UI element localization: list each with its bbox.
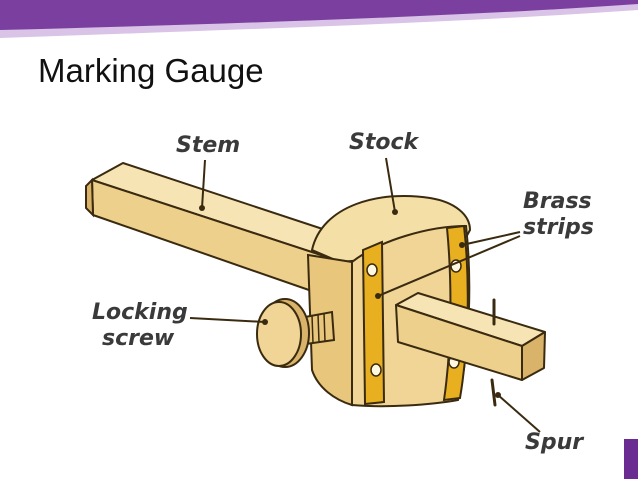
leader-dot <box>495 392 501 398</box>
header-banner <box>0 0 638 38</box>
leader-dot <box>199 205 205 211</box>
label-brass-line2: strips <box>523 215 594 240</box>
banner-swoosh <box>0 0 638 30</box>
leader-brass-1 <box>461 231 521 246</box>
locking-screw-head <box>256 301 302 367</box>
label-spur: Spur <box>525 430 584 455</box>
brass-strip-left <box>361 240 386 406</box>
leader-locking <box>189 317 266 323</box>
label-stem: Stem <box>176 133 241 158</box>
stem-front-end <box>521 331 546 381</box>
label-locking-line2: screw <box>102 326 175 351</box>
spur <box>490 378 497 407</box>
label-locking-screw: Locking screw <box>92 300 188 352</box>
label-brass-line1: Brass <box>523 189 592 214</box>
label-locking-line1: Locking <box>92 300 188 325</box>
leader-dot <box>262 319 268 325</box>
leader-brass-2 <box>377 235 521 297</box>
leader-spur <box>497 394 541 433</box>
marking-gauge-diagram <box>85 157 546 433</box>
label-stock: Stock <box>349 130 419 155</box>
screw-thread-lines <box>311 312 326 344</box>
leader-dot <box>459 242 465 248</box>
leader-stem <box>201 159 206 209</box>
label-brass-strips: Brass strips <box>523 189 594 241</box>
screw-hole <box>370 363 382 377</box>
stem-end <box>85 177 95 218</box>
leader-dot <box>375 293 381 299</box>
leader-dot <box>392 209 398 215</box>
screw-hole <box>366 263 378 277</box>
slide-title: Marking Gauge <box>38 52 264 89</box>
leader-stock <box>385 157 396 213</box>
corner-accent <box>624 439 638 479</box>
